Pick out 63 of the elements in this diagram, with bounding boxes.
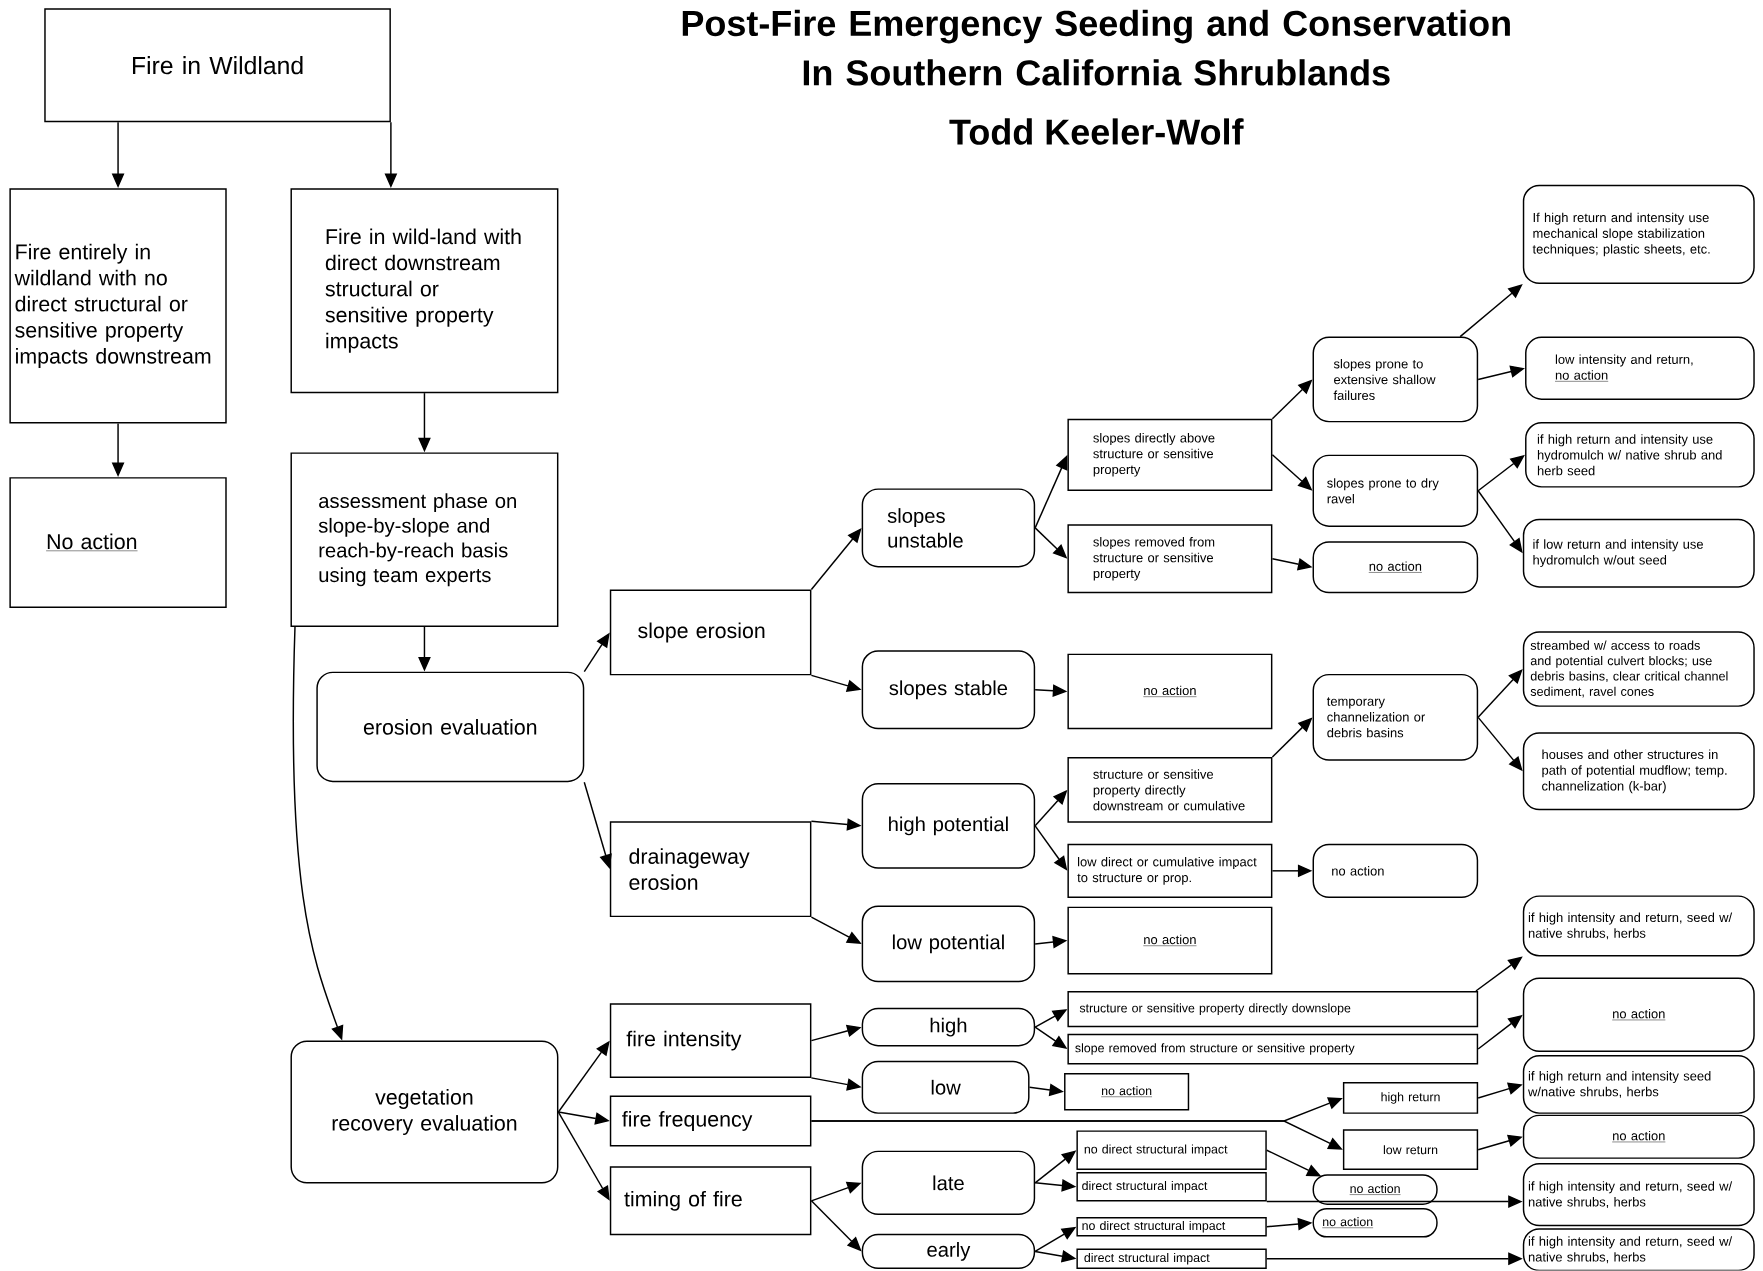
process-box: low direct or cumulative impact to structure or prop.	[1067, 843, 1273, 899]
process-box: low return	[1342, 1129, 1479, 1171]
rounded-box: no action	[1312, 541, 1479, 594]
process-box: no direct structural impact	[1076, 1130, 1267, 1171]
process-box: no action	[1067, 906, 1273, 975]
rounded-box: early	[861, 1234, 1036, 1270]
rounded-box: if high return and intensity use hydromulch w/ native shrub and herb seed	[1525, 422, 1755, 488]
rounded-box: streambed w/ access to roads and potential culvert blocks; use debris basins, clear critical channel sediment, ravel cones	[1522, 631, 1755, 708]
process-box: Fire in wild-land with direct downstream structural or sensitive property impacts	[290, 188, 559, 394]
process-box: Fire in Wildland	[44, 8, 391, 123]
rounded-box: if high intensity and return, seed w/ native shrubs, herbs	[1522, 1228, 1755, 1271]
rounded-box: no action	[1312, 1208, 1438, 1238]
process-box: slope erosion	[609, 589, 812, 676]
process-box: slopes removed from structure or sensitive property	[1067, 524, 1273, 594]
rounded-box: no action	[1312, 843, 1479, 899]
rounded-box: if low return and intensity use hydromulch w/out seed	[1522, 518, 1755, 588]
rounded-box: high	[861, 1008, 1036, 1047]
arrow	[810, 528, 862, 591]
rounded-box: slopes stable	[861, 650, 1036, 730]
process-box: high return	[1342, 1082, 1479, 1115]
process-box: fire intensity	[609, 1003, 812, 1079]
process-box: fire frequency	[609, 1095, 812, 1147]
rounded-box: low potential	[861, 905, 1036, 983]
rounded-box: if high intensity and return, seed w/ native shrubs, herbs	[1522, 895, 1755, 957]
process-box: structure or sensitive property directly downstream or cumulative	[1067, 757, 1273, 823]
rounded-box: slopes prone to extensive shallow failures	[1312, 336, 1479, 423]
rounded-box: If high return and intensity use mechanical slope stabilization techniques; plastic sheets, etc.	[1522, 185, 1755, 285]
arrow	[1477, 455, 1525, 492]
process-box: slopes directly above structure or sensitive property	[1067, 418, 1273, 492]
rounded-box: high potential	[861, 783, 1036, 869]
author-name: Todd Keeler-Wolf	[949, 118, 1244, 145]
rounded-box: low	[861, 1060, 1030, 1115]
rounded-box: temporary channelization or debris basins	[1312, 674, 1479, 762]
process-box: no action	[1064, 1073, 1190, 1111]
process-box: assessment phase on slope-by-slope and reach-by-reach basis using team experts	[290, 452, 559, 628]
title: Post-Fire Emergency Seeding and Conservation In Southern California Shrublands	[682, 9, 1510, 86]
arrow	[810, 1200, 862, 1252]
rounded-box: late	[861, 1150, 1036, 1216]
process-box: drainageway erosion	[609, 821, 812, 918]
process-box: No action	[9, 477, 227, 609]
rounded-box: no action	[1522, 977, 1755, 1053]
process-box: no direct structural impact	[1076, 1217, 1267, 1237]
process-box: direct structural impact	[1076, 1248, 1267, 1270]
process-box: timing of fire	[609, 1166, 812, 1236]
arrow	[1034, 825, 1068, 871]
rounded-box: if high intensity and return, seed w/ native shrubs, herbs	[1522, 1163, 1755, 1227]
rounded-box: vegetation recovery evaluation	[290, 1040, 559, 1184]
rounded-box: slopes unstable	[861, 488, 1036, 568]
rounded-box: low intensity and return, no action	[1525, 336, 1755, 401]
arrow	[1477, 1015, 1523, 1050]
rounded-box: erosion evaluation	[316, 671, 585, 783]
rounded-box: no action	[1522, 1114, 1755, 1160]
arrow	[1459, 284, 1523, 338]
process-box: no action	[1067, 653, 1273, 730]
rounded-box: no action	[1312, 1174, 1438, 1206]
process-box: Fire entirely in wildland with no direct structural or sensitive property impacts downstream	[9, 188, 227, 424]
process-box: direct structural impact	[1076, 1172, 1267, 1202]
arrow	[1477, 669, 1523, 719]
rounded-box: houses and other structures in path of potential mudflow; temp. channelization (k-bar)	[1522, 732, 1755, 811]
rounded-box: if high return and intensity seed w/native shrubs, herbs	[1522, 1055, 1755, 1115]
process-box: slope removed from structure or sensitive property	[1067, 1033, 1479, 1065]
rounded-box: slopes prone to dry ravel	[1312, 454, 1479, 528]
process-box: structure or sensitive property directly downslope	[1067, 991, 1479, 1028]
